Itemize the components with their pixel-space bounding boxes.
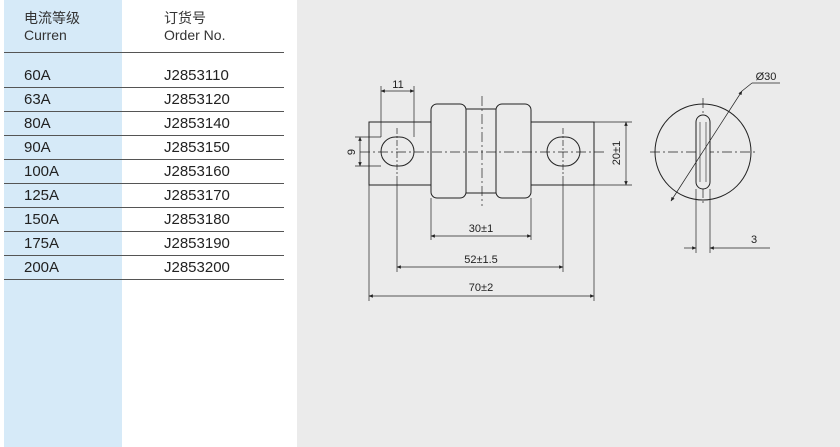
order-cell: J2853110: [164, 67, 229, 84]
table-row: 100A J2853160: [4, 160, 284, 184]
body-left-cap: [430, 103, 467, 199]
dim-height-label: 20±1: [611, 141, 623, 165]
order-cell: J2853120: [164, 91, 230, 108]
body-right-cap: [495, 103, 532, 199]
fuse-technical-drawing: 11 9 20±1 30±1 52±1.5 70±2: [346, 71, 780, 301]
current-cell: 175A: [24, 235, 60, 252]
current-cell: 60A: [24, 67, 51, 84]
table-row: 80A J2853140: [4, 112, 284, 136]
dim-tab-width-label: 11: [392, 79, 403, 91]
order-cell: J2853170: [164, 187, 230, 204]
header-order: 订货号 Order No.: [164, 10, 225, 44]
table-row: 63A J2853120: [4, 88, 284, 112]
current-cell: 200A: [24, 259, 60, 276]
fuse-side-view: [360, 96, 605, 206]
order-cell: J2853200: [164, 259, 230, 276]
current-cell: 125A: [24, 187, 60, 204]
header-current-cn: 电流等级: [24, 10, 80, 26]
header-order-en: Order No.: [164, 27, 226, 43]
dim-diameter: Ø30: [670, 71, 780, 202]
table-row: 90A J2853150: [4, 136, 284, 160]
current-cell: 90A: [24, 139, 51, 156]
dim-inner: 52±1.5: [396, 176, 564, 272]
dim-body-label: 30±1: [469, 223, 493, 235]
table-row: 60A J2853110: [4, 64, 284, 88]
table-rows: 60A J2853110 63A J2853120 80A J2853140 90A J…: [4, 64, 284, 280]
body-center: [465, 108, 497, 194]
order-cell: J2853190: [164, 235, 230, 252]
current-column-band: [4, 0, 122, 447]
table-row: 175A J2853190: [4, 232, 284, 256]
order-cell: J2853180: [164, 211, 230, 228]
dim-slot-height: 9: [346, 136, 381, 167]
dim-tab-width: 11: [380, 79, 415, 137]
left-slot: [380, 136, 415, 167]
right-slot: [546, 136, 581, 167]
dim-slot-height-label: 9: [346, 149, 358, 155]
dim-thickness-label: 3: [751, 234, 757, 246]
current-cell: 100A: [24, 163, 60, 180]
current-cell: 63A: [24, 91, 51, 108]
header-divider: [4, 52, 284, 53]
order-cell: J2853150: [164, 139, 230, 156]
table-row: 200A J2853200: [4, 256, 284, 280]
dim-overall-label: 70±2: [469, 282, 493, 294]
dim-overall: 70±2: [368, 185, 595, 301]
table-row: 150A J2853180: [4, 208, 284, 232]
table-row: 125A J2853170: [4, 184, 284, 208]
header-current: 电流等级 Curren: [24, 10, 80, 44]
header-current-en: Curren: [24, 27, 67, 43]
dim-diameter-label: Ø30: [756, 71, 777, 83]
dim-body: 30±1: [430, 198, 532, 240]
current-cell: 150A: [24, 211, 60, 228]
header-order-cn: 订货号: [164, 10, 206, 26]
order-cell: J2853140: [164, 115, 230, 132]
drawing-panel: [297, 0, 840, 447]
order-cell: J2853160: [164, 163, 230, 180]
dim-height: 20±1: [594, 121, 632, 186]
dim-inner-label: 52±1.5: [464, 254, 498, 266]
current-cell: 80A: [24, 115, 51, 132]
dim-thickness: 3: [684, 189, 770, 253]
